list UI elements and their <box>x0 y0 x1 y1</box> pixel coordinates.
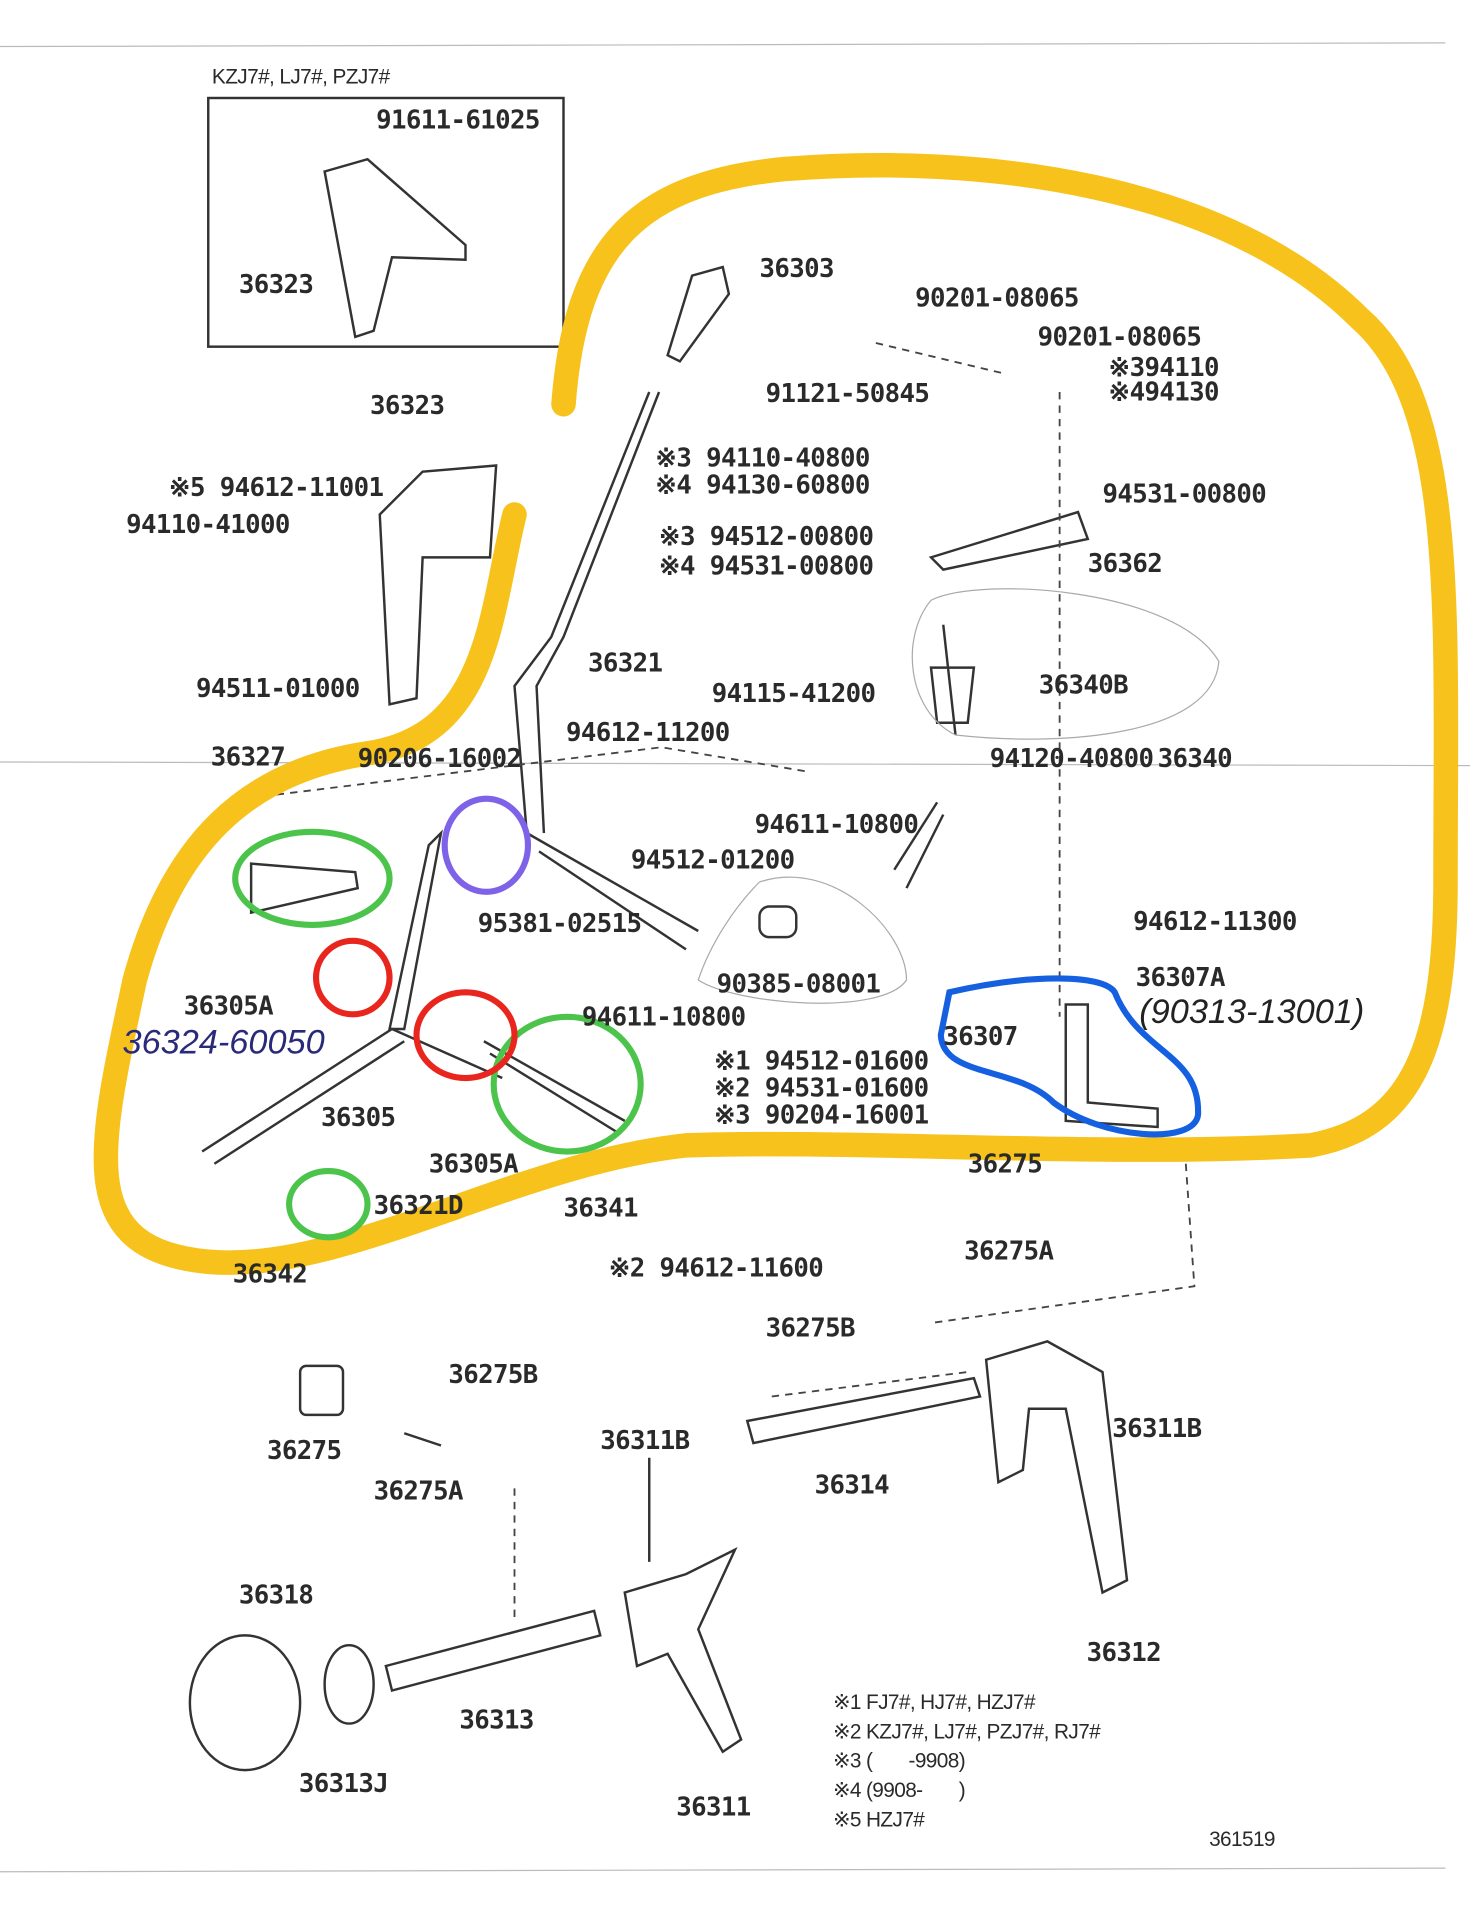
red-circle-lower <box>413 989 518 1082</box>
part-label: 94120-40800 <box>989 743 1154 773</box>
part-label: 36323 <box>369 390 445 421</box>
part-label: 36305A <box>428 1149 519 1179</box>
part-label: 36275B <box>448 1359 538 1390</box>
inset-frame <box>207 96 565 348</box>
green-circle-36327 <box>232 828 393 928</box>
part-label: 36311B <box>1112 1413 1202 1444</box>
part-label: 36340 <box>1157 743 1233 773</box>
note-line: ※1 FJ7#, HJ7#, HZJ7# <box>833 1690 1036 1714</box>
part-label: 36342 <box>232 1259 308 1289</box>
purple-circle <box>441 795 532 895</box>
inset-header: KZJ7#, LJ7#, PZJ7# <box>211 64 390 89</box>
part-label: 91611-61025 <box>376 105 540 135</box>
part-label: 90201-08065 <box>915 282 1079 313</box>
note-line: ※2 KZJ7#, LJ7#, PZJ7#, RJ7# <box>833 1719 1101 1744</box>
part-label: 36313J <box>298 1768 389 1799</box>
part-label: ※394110-40800 <box>1108 352 1219 383</box>
part-label: 36340B <box>1038 670 1129 700</box>
part-label: 94531-00800 <box>1102 478 1267 509</box>
part-label: 94512-01200 <box>630 845 795 875</box>
handwritten-note-left: 36324-60050 <box>122 1022 325 1061</box>
part-label: 36314 <box>814 1470 890 1500</box>
part-label: 94612-11200 <box>565 717 730 748</box>
part-label: 94611-10800 <box>754 809 919 840</box>
part-label: 95381-02515 <box>477 908 642 939</box>
part-label: 36307 <box>943 1021 1018 1052</box>
red-circle-upper <box>312 937 393 1018</box>
part-label: 36313 <box>459 1705 534 1735</box>
part-label: 36275 <box>267 1435 342 1466</box>
part-label: 36305A <box>183 991 274 1021</box>
part-label: ※2 94612-11600 <box>608 1253 824 1283</box>
green-circle-36341 <box>490 1013 644 1155</box>
figure-number: 361519 <box>1209 1827 1275 1851</box>
note-line: ※3 ( -9908) <box>833 1749 966 1773</box>
handwritten-note-right: (90313-13001) <box>1139 992 1365 1031</box>
part-label: ※3 90204-16001 <box>714 1100 929 1130</box>
part-label: 36318 <box>238 1580 314 1610</box>
part-label: ※2 94531-01600 <box>714 1073 929 1103</box>
green-circle-36321D <box>286 1168 371 1241</box>
part-label: ※5 94612-11001 <box>169 472 384 503</box>
part-label: 91121-50845 <box>765 378 930 408</box>
blue-outline-36307 <box>937 975 1202 1138</box>
part-label: 94611-10800 <box>581 1002 746 1032</box>
part-label: 36321 <box>588 648 663 678</box>
part-label: 36307A <box>1135 962 1226 993</box>
leader-lines <box>263 342 1196 1618</box>
part-label: 36323 <box>238 269 314 299</box>
part-drawings <box>188 157 1159 1772</box>
part-label: 36305 <box>320 1102 396 1132</box>
part-label: 90385-08001 <box>716 968 881 999</box>
note-line: ※4 (9908- ) <box>833 1778 966 1802</box>
part-label: ※1 94512-01600 <box>714 1046 929 1076</box>
part-label: 36362 <box>1087 548 1163 579</box>
part-label: 36275A <box>964 1236 1054 1266</box>
part-label: ※4 94130-60800 <box>655 470 870 500</box>
part-label: 36311B <box>600 1425 690 1456</box>
part-label: ※3 94512-00800 <box>659 521 874 552</box>
part-label: 94115-41200 <box>711 678 876 709</box>
part-label: 36303 <box>759 253 835 283</box>
part-label: 94612-11300 <box>1133 906 1297 936</box>
applicability-notes: ※1 FJ7#, HJ7#, HZJ7# ※2 KZJ7#, LJ7#, PZJ… <box>833 1688 1101 1835</box>
part-label: 36312 <box>1086 1637 1162 1668</box>
part-label: 36327 <box>210 742 286 772</box>
part-label: ※3 94110-40800 <box>655 443 870 473</box>
part-label: ※494130-60800 <box>1108 377 1219 407</box>
part-label: 36275A <box>373 1476 464 1506</box>
part-label: 36321D <box>373 1190 464 1221</box>
part-label: 94511-01000 <box>196 673 360 704</box>
part-label: 94110-41000 <box>126 509 290 539</box>
part-label: 36275 <box>967 1149 1043 1179</box>
note-line: ※5 HZJ7# <box>833 1808 925 1832</box>
annotation-yellow-loop <box>93 152 1459 1275</box>
part-label: 90201-08065 <box>1037 322 1202 352</box>
part-label: 90206-16002 <box>357 743 522 773</box>
part-label: 36275B <box>765 1313 856 1343</box>
part-label: ※4 94531-00800 <box>659 551 874 581</box>
part-label: 36311 <box>676 1792 751 1822</box>
part-label: 36341 <box>563 1193 639 1223</box>
annotation-circles <box>232 588 1220 1241</box>
